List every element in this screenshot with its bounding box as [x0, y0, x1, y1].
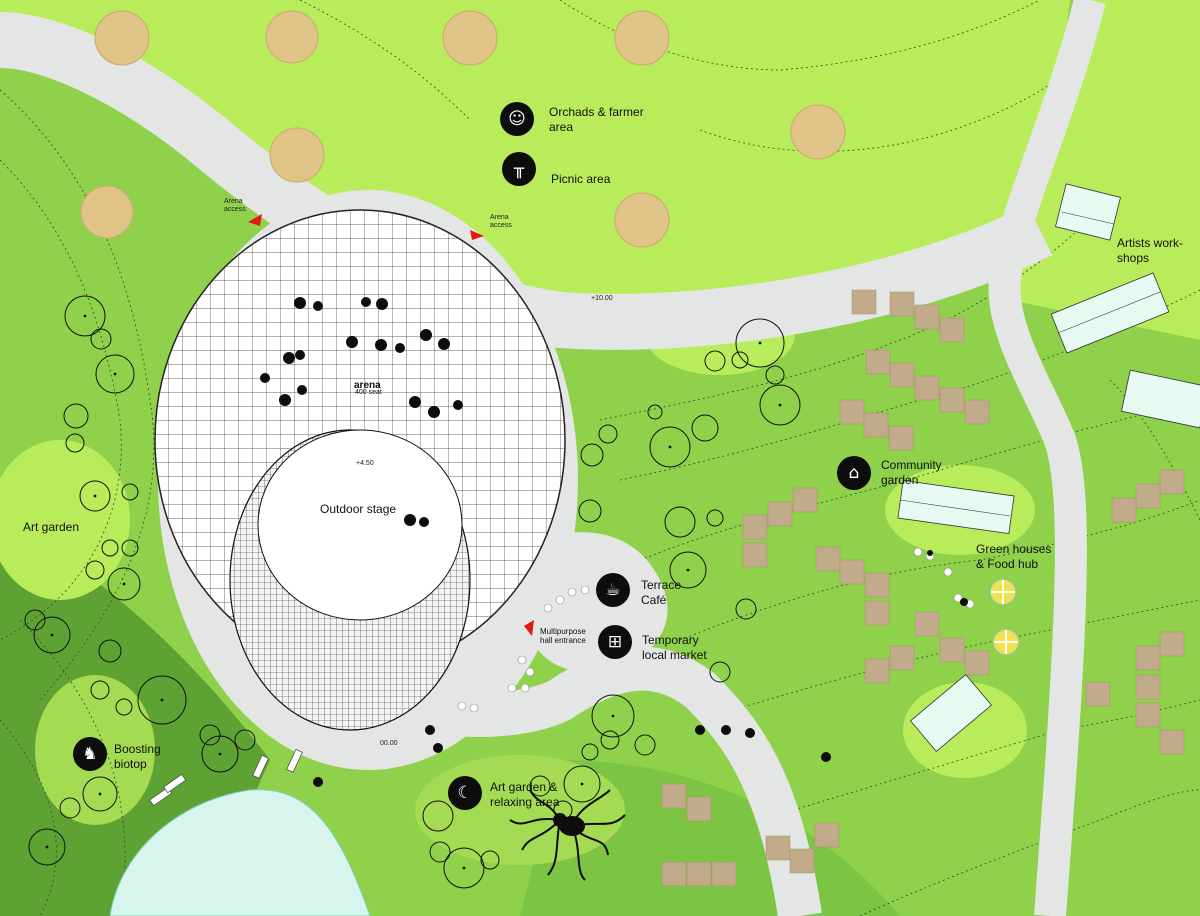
- label-picnic: Picnic area: [551, 172, 611, 186]
- label-outdoor-stage: Outdoor stage: [320, 502, 397, 516]
- audience-figures: [260, 297, 463, 527]
- label-art-relax: Art garden & relaxing area: [490, 780, 560, 809]
- tree-centers: [45, 314, 782, 870]
- community-garden-icon: ⌂: [837, 456, 871, 490]
- spider-sculpture: [509, 789, 626, 881]
- benches: [149, 748, 303, 807]
- label-elevation-10: +10.00: [591, 295, 613, 302]
- orchard-trees: [80, 10, 846, 248]
- pond: [109, 789, 371, 916]
- label-arena-access-right: Arena access: [490, 214, 512, 229]
- greenhouses: [897, 183, 1200, 753]
- umbrellas: [990, 579, 1019, 655]
- label-boosting: Boosting biotop: [114, 742, 161, 771]
- reclining-figure-icon: ☾: [448, 776, 482, 810]
- light-patch-relax: [415, 755, 625, 865]
- label-arena-seats: 400 seat: [355, 389, 382, 396]
- outline-trees: [24, 295, 801, 889]
- label-arena-access-left: Arena access: [224, 198, 246, 213]
- coffee-cup-icon: ☕: [596, 573, 630, 607]
- label-art-garden: Art garden: [23, 520, 80, 534]
- label-terrace: Terrace Café: [641, 578, 682, 607]
- east-road: [988, 0, 1106, 916]
- label-elevation-000: 00.00: [380, 740, 398, 747]
- walking-people: [313, 550, 968, 787]
- picnic-table-icon: ╥: [502, 152, 536, 186]
- deer-icon: ♞: [73, 737, 107, 771]
- label-artists: Artists work- shops: [1117, 236, 1183, 265]
- label-greenhouses: Green houses & Food hub: [976, 542, 1052, 571]
- label-elevation-450: +4.50: [356, 460, 374, 467]
- light-patch-art-garden: [0, 440, 130, 600]
- label-market: Temporary local market: [642, 633, 707, 662]
- market-cart-icon: ⊞: [598, 625, 632, 659]
- label-community: Community garden: [881, 458, 942, 487]
- grass-upper-light: [0, 0, 1070, 322]
- label-orchards: Orchads & farmer area: [549, 105, 644, 134]
- label-arena: arena: [354, 380, 381, 391]
- label-multipurpose: Multipurpose hall entrance: [540, 627, 586, 645]
- pavilion-blocks: [661, 289, 1185, 887]
- entrance-markers: [248, 214, 534, 636]
- farmer-icon: ☺: [500, 102, 534, 136]
- outdoor-stage-disc: [257, 429, 463, 621]
- grass-right-light: [1010, 0, 1200, 340]
